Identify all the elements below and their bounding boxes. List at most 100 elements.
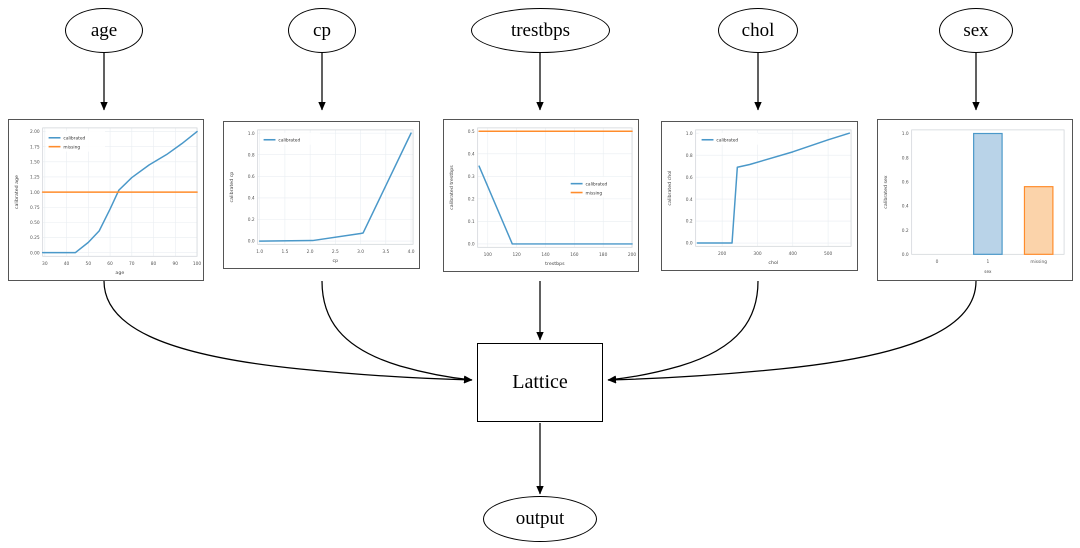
svg-text:calibrated cp: calibrated cp xyxy=(229,172,235,203)
svg-text:2.0: 2.0 xyxy=(307,249,314,255)
svg-text:0.4: 0.4 xyxy=(468,151,475,157)
svg-text:calibrated sex: calibrated sex xyxy=(883,175,889,209)
node-output[interactable]: output xyxy=(483,496,597,542)
svg-text:0.75: 0.75 xyxy=(30,205,40,211)
svg-text:calibrated chol: calibrated chol xyxy=(667,171,673,206)
svg-text:1.0: 1.0 xyxy=(902,131,909,137)
svg-text:60: 60 xyxy=(107,261,113,267)
svg-text:chol: chol xyxy=(768,260,778,266)
svg-text:1.5: 1.5 xyxy=(281,249,288,255)
node-chol-label: chol xyxy=(741,19,775,41)
svg-text:200: 200 xyxy=(718,251,727,257)
svg-text:0.0: 0.0 xyxy=(468,242,475,248)
svg-text:cp: cp xyxy=(333,259,339,264)
svg-text:missing: missing xyxy=(1030,259,1047,265)
edge-cholplot-to-lattice xyxy=(607,280,759,383)
svg-text:30: 30 xyxy=(42,261,48,267)
svg-text:sex: sex xyxy=(984,269,992,274)
svg-text:1.0: 1.0 xyxy=(686,131,693,137)
svg-text:0.50: 0.50 xyxy=(30,220,40,226)
svg-text:calibrated trestbps: calibrated trestbps xyxy=(449,165,455,210)
svg-text:calibrated: calibrated xyxy=(63,136,85,142)
node-trestbps[interactable]: trestbps xyxy=(471,8,610,53)
svg-text:0.2: 0.2 xyxy=(468,197,475,203)
node-sex[interactable]: sex xyxy=(939,8,1013,53)
svg-text:0.6: 0.6 xyxy=(902,180,909,186)
svg-text:160: 160 xyxy=(570,252,579,258)
svg-text:0.8: 0.8 xyxy=(902,155,909,161)
svg-text:500: 500 xyxy=(824,251,833,257)
svg-text:calibrated: calibrated xyxy=(278,138,300,144)
svg-text:1: 1 xyxy=(986,259,989,265)
svg-text:trestbps: trestbps xyxy=(545,261,565,267)
svg-text:70: 70 xyxy=(129,261,135,267)
svg-text:400: 400 xyxy=(789,251,798,257)
svg-text:calibrated age: calibrated age xyxy=(14,175,20,209)
svg-text:100: 100 xyxy=(484,252,493,258)
svg-text:0.6: 0.6 xyxy=(248,174,255,180)
svg-text:0.00: 0.00 xyxy=(30,250,40,256)
svg-text:100: 100 xyxy=(193,261,202,267)
svg-text:age: age xyxy=(115,271,124,276)
svg-text:0.6: 0.6 xyxy=(686,175,693,181)
calibration-plot-trestbps[interactable]: 100 120 140 160 180 200 0.0 0.1 0.2 0.3 0.4 0.5 tres… xyxy=(443,119,639,272)
svg-text:300: 300 xyxy=(753,251,762,257)
svg-text:0.0: 0.0 xyxy=(902,252,909,258)
svg-text:0.4: 0.4 xyxy=(902,204,909,210)
svg-text:missing: missing xyxy=(586,190,603,196)
svg-text:140: 140 xyxy=(541,252,550,258)
svg-text:3.5: 3.5 xyxy=(382,249,389,255)
svg-text:40: 40 xyxy=(64,261,70,267)
node-lattice-label: Lattice xyxy=(512,371,568,393)
node-chol[interactable]: chol xyxy=(718,8,798,53)
svg-text:1.0: 1.0 xyxy=(248,131,255,137)
svg-text:120: 120 xyxy=(512,252,521,258)
svg-text:0.3: 0.3 xyxy=(468,174,475,180)
node-cp-label: cp xyxy=(313,19,331,41)
svg-text:80: 80 xyxy=(151,261,157,267)
svg-text:0.4: 0.4 xyxy=(248,196,255,202)
node-age[interactable]: age xyxy=(65,8,143,53)
edge-cpplot-to-lattice xyxy=(321,280,473,383)
svg-text:1.25: 1.25 xyxy=(30,175,40,181)
svg-text:0.0: 0.0 xyxy=(686,241,693,247)
svg-text:calibrated: calibrated xyxy=(586,181,608,187)
svg-text:0.2: 0.2 xyxy=(248,217,255,223)
node-sex-label: sex xyxy=(963,19,989,41)
node-output-label: output xyxy=(515,508,565,529)
node-cp[interactable]: cp xyxy=(288,8,356,53)
svg-text:1.00: 1.00 xyxy=(30,190,40,196)
svg-text:calibrated: calibrated xyxy=(716,138,738,144)
node-age-label: age xyxy=(90,19,118,41)
node-trestbps-label: trestbps xyxy=(510,19,571,41)
svg-text:4.0: 4.0 xyxy=(408,249,415,255)
node-lattice[interactable]: Lattice xyxy=(477,343,603,422)
plot-svg-chol: 200 300 400 500 0.0 0.2 0.4 0.6 0.8 1.0 chol calibr… xyxy=(667,129,852,266)
svg-text:90: 90 xyxy=(173,261,179,267)
svg-text:0.8: 0.8 xyxy=(686,153,693,159)
svg-text:1.50: 1.50 xyxy=(30,160,40,166)
svg-text:0.2: 0.2 xyxy=(686,219,693,225)
svg-text:3.0: 3.0 xyxy=(357,249,364,255)
svg-text:2.5: 2.5 xyxy=(332,249,339,255)
svg-text:180: 180 xyxy=(599,252,608,258)
svg-text:50: 50 xyxy=(86,261,92,267)
svg-text:0: 0 xyxy=(936,259,939,265)
svg-text:1.75: 1.75 xyxy=(30,144,40,150)
svg-text:missing: missing xyxy=(63,144,80,150)
svg-text:0.5: 0.5 xyxy=(468,129,475,135)
svg-text:0.0: 0.0 xyxy=(248,239,255,245)
calibration-plot-chol[interactable]: 200 300 400 500 0.0 0.2 0.4 0.6 0.8 1.0 chol calibr… xyxy=(661,121,858,271)
svg-text:0.4: 0.4 xyxy=(686,197,693,203)
svg-text:200: 200 xyxy=(628,252,637,258)
edge-ageplot-to-lattice xyxy=(103,280,473,384)
svg-text:0.8: 0.8 xyxy=(248,152,255,158)
svg-text:0.1: 0.1 xyxy=(468,219,475,225)
